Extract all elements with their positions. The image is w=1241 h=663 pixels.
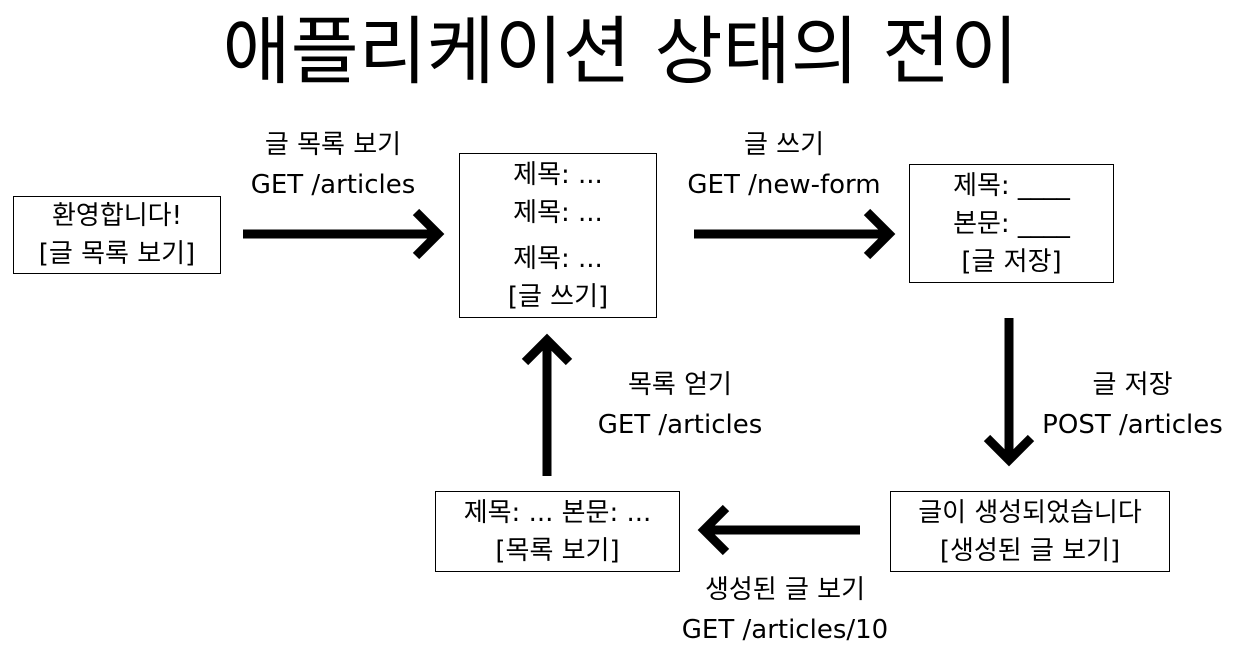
transition-write-action: 글 쓰기 — [743, 130, 825, 160]
transition-list-articles-action: 글 목록 보기 — [264, 130, 402, 160]
transition-save-label: 글 저장 POST /articles — [1030, 365, 1235, 445]
arrow-detail-to-list — [521, 333, 573, 476]
state-article-list: 제목: ... 제목: ... 제목: ... [글 쓰기] — [459, 153, 657, 318]
state-welcome: 환영합니다! [글 목록 보기] — [13, 196, 221, 274]
form-body-field: 본문: ____ — [953, 208, 1070, 239]
transition-view-created-action: 생성된 글 보기 — [704, 575, 866, 605]
welcome-link: [글 목록 보기] — [38, 239, 196, 269]
transition-write-label: 글 쓰기 GET /new-form — [674, 125, 894, 205]
transition-get-list-request: GET /articles — [597, 410, 763, 440]
form-save-link: [글 저장] — [961, 246, 1062, 277]
form-title-field: 제목: ____ — [953, 170, 1070, 201]
state-new-form: 제목: ____ 본문: ____ [글 저장] — [909, 164, 1114, 283]
transition-list-articles-label: 글 목록 보기 GET /articles — [233, 125, 433, 205]
list-item-title-2: 제목: ... — [513, 197, 603, 228]
list-item-title-1: 제목: ... — [513, 159, 603, 190]
arrow-list-to-form — [694, 208, 896, 260]
created-view-link: [생성된 글 보기] — [939, 535, 1121, 566]
transition-write-request: GET /new-form — [687, 170, 881, 200]
detail-content: 제목: ... 본문: ... — [463, 497, 652, 528]
arrow-form-to-created — [983, 318, 1035, 467]
transition-save-action: 글 저장 — [1092, 370, 1173, 400]
list-item-title-3: 제목: ... — [513, 243, 603, 274]
transition-save-request: POST /articles — [1042, 410, 1223, 440]
diagram-title: 애플리케이션 상태의 전이 — [222, 9, 1019, 95]
welcome-text: 환영합니다! — [51, 201, 183, 231]
transition-get-list-label: 목록 얻기 GET /articles — [585, 365, 775, 445]
arrow-welcome-to-list — [243, 208, 445, 260]
transition-view-created-request: GET /articles/10 — [681, 615, 889, 645]
transition-view-created-label: 생성된 글 보기 GET /articles/10 — [670, 570, 900, 650]
arrow-created-to-detail — [697, 504, 860, 556]
state-created: 글이 생성되었습니다 [생성된 글 보기] — [890, 491, 1170, 572]
created-message: 글이 생성되었습니다 — [918, 497, 1142, 528]
transition-list-articles-request: GET /articles — [250, 170, 416, 200]
transition-get-list-action: 목록 얻기 — [628, 370, 732, 400]
state-article-detail: 제목: ... 본문: ... [목록 보기] — [435, 491, 680, 572]
detail-list-link: [목록 보기] — [495, 535, 620, 566]
list-write-link: [글 쓰기] — [507, 281, 609, 312]
